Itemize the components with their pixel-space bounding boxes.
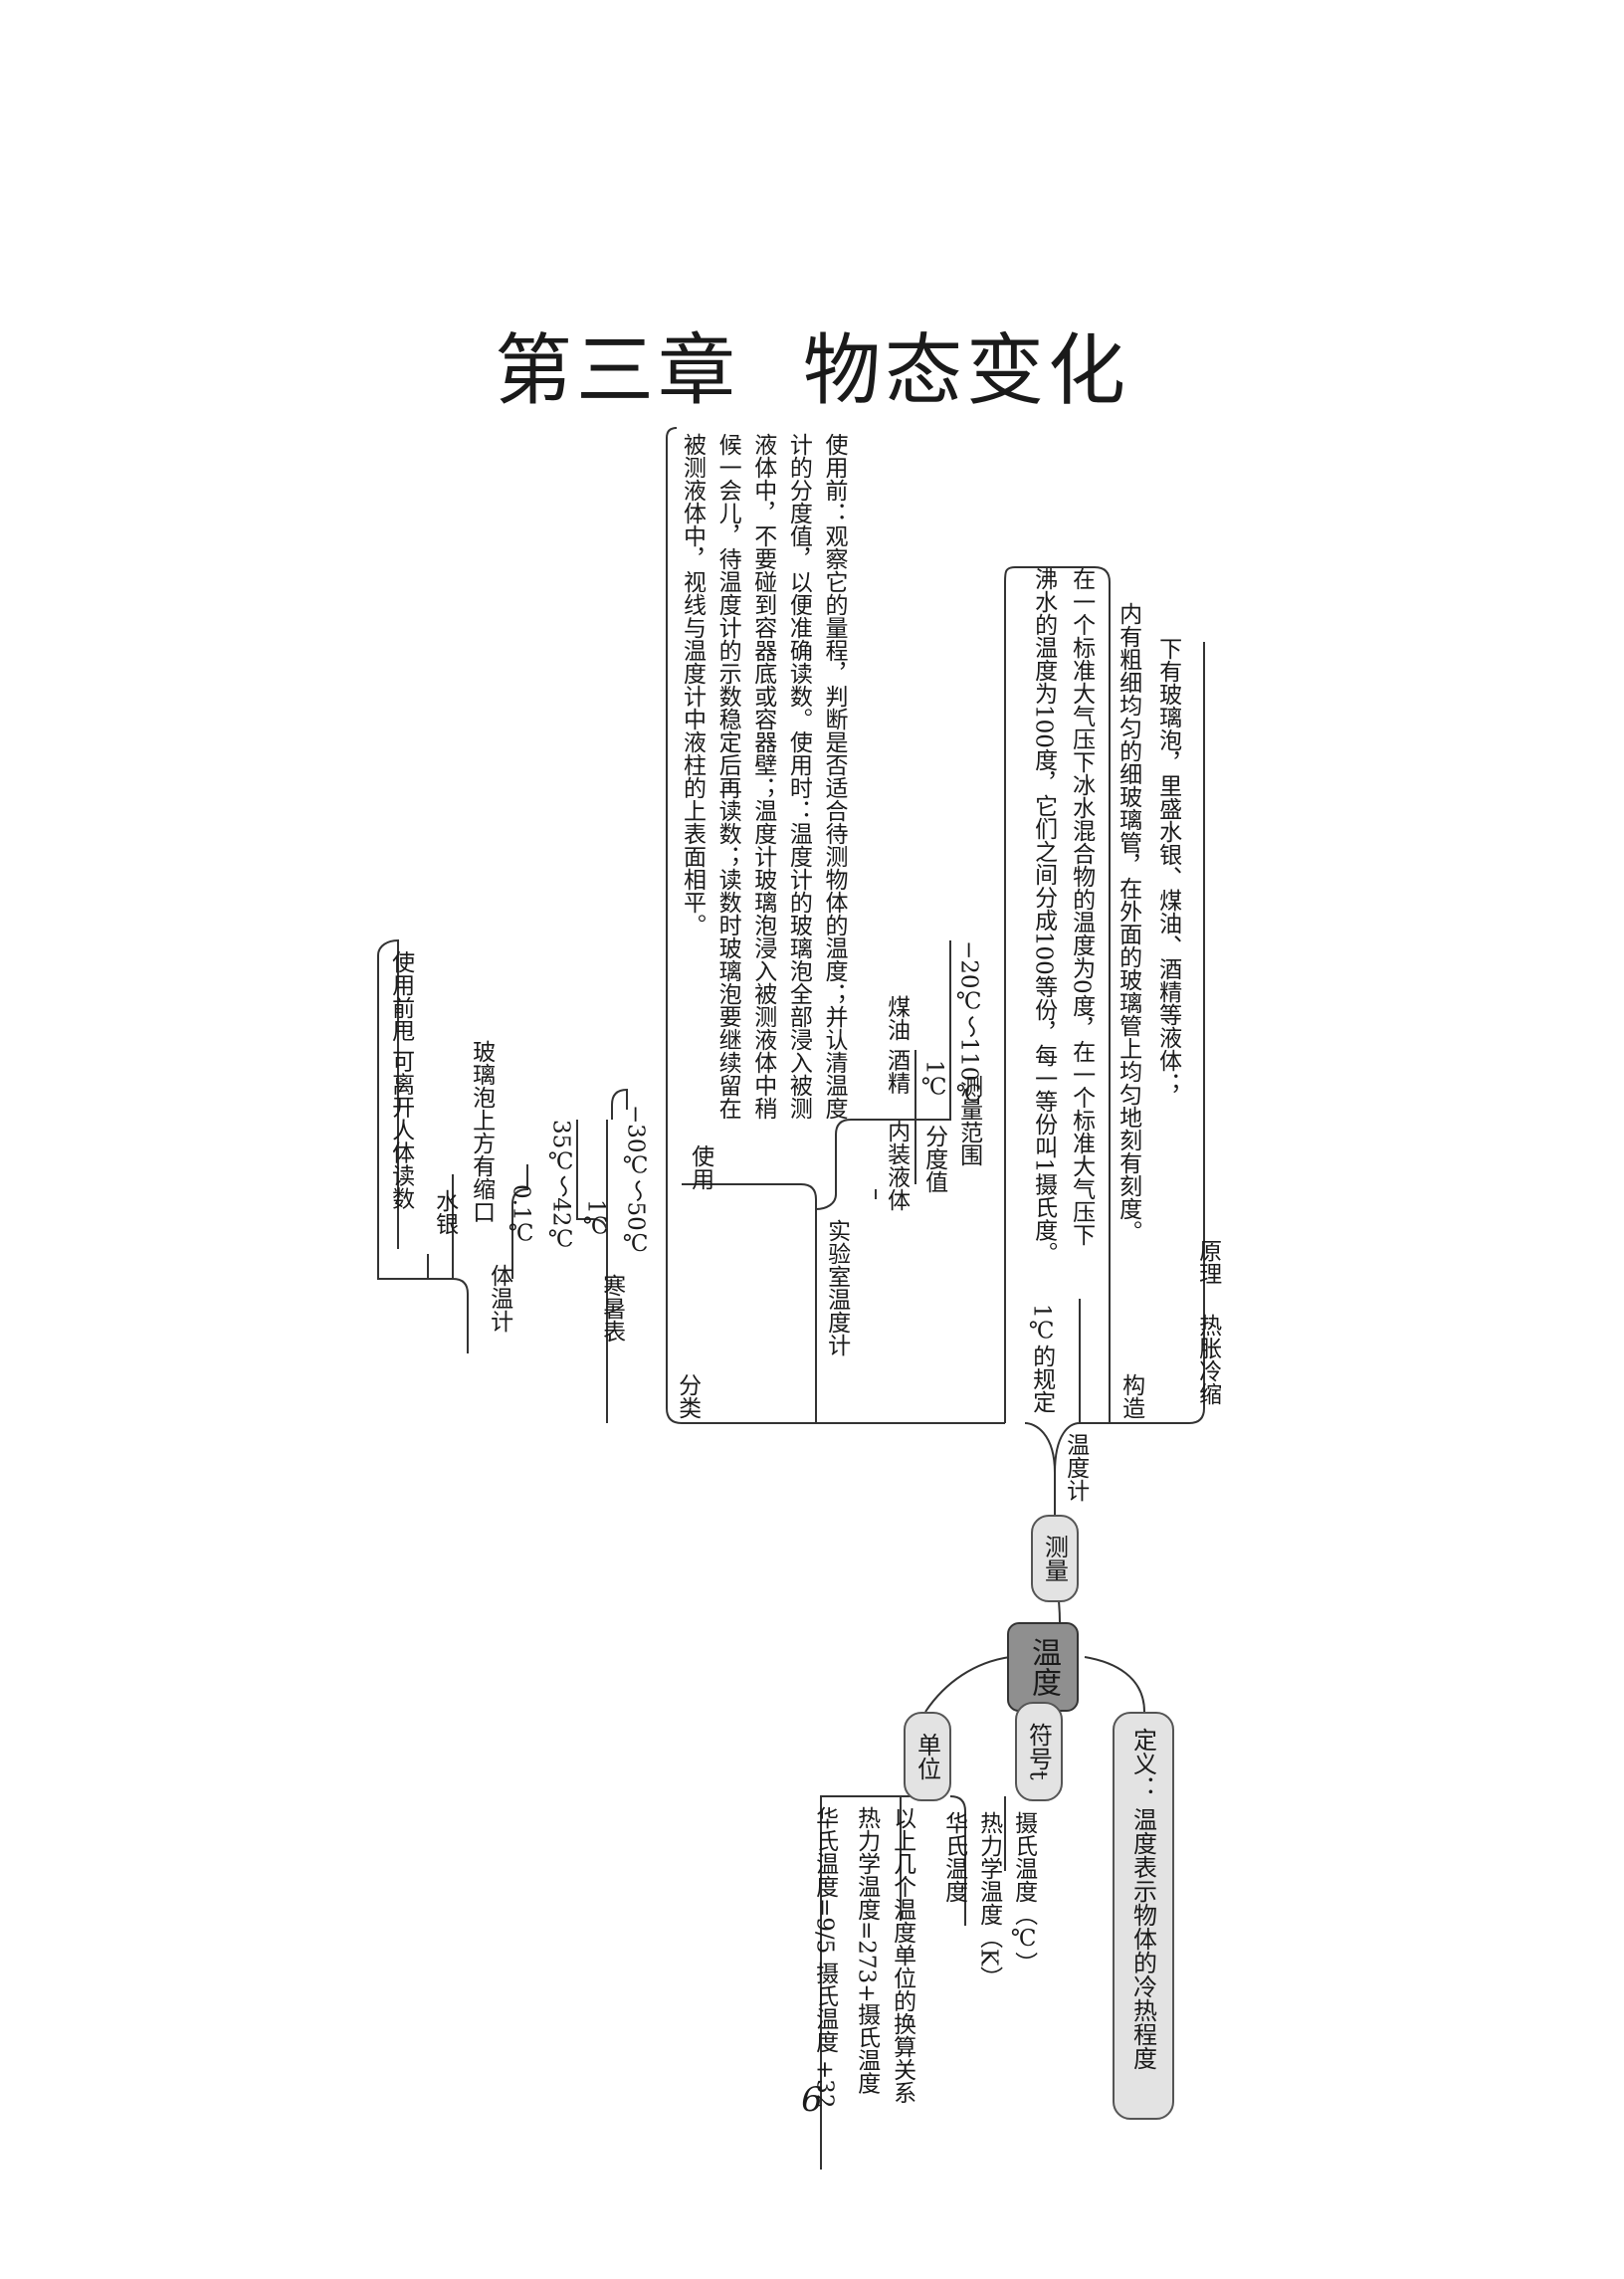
measure-node: 测量 — [1031, 1515, 1079, 1602]
clinical-thermometer-label: 体温计 — [486, 1264, 512, 1333]
bracket-weather — [576, 1088, 628, 1284]
celsius-rule-line-1: 在一个标准大气压下冰水混合物的温度为0度，在一个标准大气压下 — [1068, 567, 1095, 1246]
lab-thermometer-label: 实验室温度计 — [823, 1219, 850, 1356]
root-node-temperature: 温度 — [1007, 1622, 1079, 1712]
lab-liquid-label: 内装液体 — [883, 1120, 910, 1211]
unit-celsius: 摄氏温度（℃） — [1010, 1811, 1037, 1974]
lab-usage-line-5: 被测液体中，视线与温度计中液柱的上表面相平。 — [679, 433, 706, 936]
classification-label: 分类 — [674, 1373, 701, 1419]
unit-relation-2: 华氏温度=9/5 摄氏温度 +32 — [811, 1806, 838, 2109]
bracket-lab — [682, 940, 951, 1210]
weather-thermometer-label: 寒暑表 — [598, 1274, 625, 1343]
unit-node: 单位 — [904, 1712, 951, 1801]
unit-kelvin: 热力学温度（K） — [975, 1811, 1002, 1989]
chapter-number: 第三章 — [494, 326, 739, 416]
structure-line-1: 下有玻璃泡，里盛水银、煤油、酒精等液体； — [1154, 637, 1181, 1095]
chapter-title: 第三章物态变化 — [0, 309, 1624, 420]
structure-label: 构造 — [1117, 1373, 1144, 1419]
connector-root-definition — [1084, 1656, 1145, 1713]
clinical-feature: 玻璃泡上方有缩口 — [468, 1040, 495, 1223]
lab-range: −20℃～110℃ — [955, 940, 982, 1108]
clinical-division: 0.1℃ — [508, 1184, 534, 1247]
clinical-usage: 使用前甩 可离开人体读数 — [387, 950, 414, 1210]
thermometer-node: 温度计 — [1062, 1433, 1089, 1502]
connector-root-unit — [924, 1656, 1011, 1713]
principle-text: 热胀冷缩 — [1194, 1314, 1221, 1405]
lab-usage-line-4: 候一会儿，待温度计的示数稳定后再读数；读数时玻璃泡要继续留在 — [714, 433, 741, 1120]
lab-usage-label: 使用 — [687, 1144, 713, 1190]
lab-division-label: 分度值 — [920, 1125, 947, 1193]
lab-usage-line-2: 计的分度值，以便准确读数。使用时：温度计的玻璃泡全部浸入被测 — [785, 433, 812, 1120]
principle-label: 原理 — [1194, 1239, 1221, 1285]
unit-relation-1: 热力学温度=273+摄氏温度 — [853, 1806, 880, 2095]
definition-node: 定义： 温度表示物体的冷热程度 — [1113, 1712, 1174, 2120]
bracket-classification — [467, 427, 1005, 1424]
clinical-range: 35℃～42℃ — [547, 1120, 574, 1253]
lab-liquid: 煤油 酒精 — [883, 995, 910, 1095]
lab-usage-line-3: 液体中，不要碰到容器底或容器壁；温度计玻璃泡浸入被测液体中稍 — [749, 433, 776, 1120]
page-number: 6 — [801, 2080, 823, 2120]
lab-range-label: 测量范围 — [955, 1075, 982, 1166]
unit-fahrenheit: 华氏温度 — [940, 1811, 967, 1903]
weather-range: −30℃～50℃ — [622, 1105, 649, 1257]
clinical-liquid: 水银 — [431, 1189, 458, 1235]
bracket-thermometer — [1004, 566, 1205, 1474]
celsius-rule-label: 1℃的规定 — [1028, 1304, 1055, 1413]
chapter-name: 物态变化 — [803, 326, 1130, 416]
bracket-clinical — [377, 938, 528, 1353]
lab-usage-line-1: 使用前：观察它的量程，判断是否适合待测物体的温度；并认清温度 — [821, 433, 847, 1120]
structure-line-2: 内有粗细均匀的细玻璃管，在外面的玻璃管上均匀地刻有刻度。 — [1115, 602, 1141, 1243]
weather-division: 1℃ — [582, 1199, 609, 1240]
definition-label: 定义： — [1128, 1728, 1157, 1799]
lab-usage-text: 使用前：观察它的量程，判断是否适合待测物体的温度；并认清温度 计的分度值，以便准… — [667, 433, 851, 1149]
lab-division: 1℃ — [920, 1060, 947, 1101]
definition-text: 温度表示物体的冷热程度 — [1128, 1807, 1157, 2070]
unit-relation-title: 以上几个温度单位的换算关系 — [889, 1806, 915, 2104]
celsius-rule-line-2: 沸水的温度为100度，它们之间分成100等份，每一等份叫1摄氏度。 — [1030, 567, 1057, 1265]
symbol-node: 符号t — [1015, 1702, 1063, 1801]
